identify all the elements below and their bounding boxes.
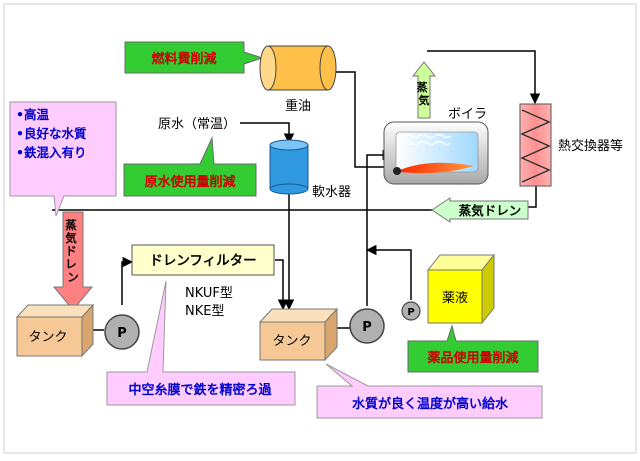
chemical-pipe — [365, 244, 412, 300]
drain-char-1: 蒸 — [65, 218, 77, 232]
left-pump: P — [104, 314, 140, 350]
steam-drain-return-label: 蒸気ドレン — [459, 203, 522, 218]
chemical-tank: 薬液 — [426, 253, 496, 325]
boiler-label: ボイラ — [448, 107, 487, 122]
right-pump-label: P — [362, 320, 372, 335]
raw-water-reduction-callout: 原水使用量削減 — [123, 136, 257, 197]
raw-water-label: 原水（常温） — [158, 117, 236, 132]
drain-char-2: 気 — [65, 231, 77, 245]
chemical-pump: P — [401, 301, 421, 321]
chemical-pump-label: P — [407, 307, 414, 318]
steam-up-char-2: 気 — [419, 93, 430, 107]
feature-2: •良好な水質 — [16, 126, 87, 141]
hollow-fiber-label: 中空糸膜で鉄を精密ろ過 — [128, 382, 272, 398]
drain-char-3: ド — [65, 244, 77, 258]
flame-icon — [400, 162, 474, 174]
fuel-reduction-callout: 燃料費削減 — [124, 41, 264, 74]
feedwater-quality-label: 水質が良く温度が高い給水 — [352, 396, 509, 412]
steam-up-char-1: 蒸 — [417, 80, 428, 94]
chemical-label: 薬液 — [442, 291, 468, 306]
model-2-label: NKE型 — [185, 304, 224, 319]
right-pump: P — [349, 308, 385, 344]
heat-exchanger-label: 熱交換器等 — [558, 138, 623, 154]
right-tank-label: タンク — [272, 334, 311, 349]
steam-wave-1 — [402, 133, 452, 139]
left-tank-label: タンク — [28, 330, 67, 345]
steam-pipe — [427, 50, 541, 105]
pump-to-filter-pipe — [121, 256, 134, 305]
heat-exchanger — [519, 103, 552, 187]
boiler: ボイラ — [383, 107, 489, 185]
steam-drain-down-label: 蒸 気 ド レ ン — [65, 218, 81, 284]
steam-drain-return-arrow: 蒸気ドレン — [431, 197, 529, 223]
raw-water-pipe — [240, 122, 295, 145]
chemical-reduction-callout: 薬品使用量削減 — [407, 324, 539, 373]
hollow-fiber-callout: 中空糸膜で鉄を精密ろ過 — [106, 280, 296, 406]
left-tank: タンク — [15, 303, 95, 358]
raw-water-reduction-label: 原水使用量削減 — [144, 174, 235, 190]
softener — [269, 139, 309, 195]
heavy-oil-label: 重油 — [285, 98, 311, 114]
steam-up-arrow: 蒸 気 — [411, 61, 437, 119]
oil-pipe — [336, 71, 392, 168]
left-pump-label: P — [117, 326, 127, 341]
steam-drain-down-arrow: 蒸 気 ド レ ン — [52, 211, 94, 311]
drain-filter: ドレンフィルター — [131, 244, 275, 276]
heavy-oil-tank — [259, 45, 337, 91]
drain-char-4: レ — [65, 257, 77, 271]
right-tank: タンク — [258, 307, 339, 362]
chemical-reduction-label: 薬品使用量削減 — [426, 350, 518, 366]
steam-wave-2 — [402, 140, 452, 146]
feature-1: •高温 — [16, 107, 49, 122]
features-callout: •高温 •良好な水質 •鉄混入有り — [9, 101, 117, 217]
drain-char-5: ン — [67, 270, 79, 284]
drain-filter-label: ドレンフィルター — [149, 253, 256, 269]
softener-label: 軟水器 — [312, 184, 351, 200]
fuel-reduction-label: 燃料費削減 — [151, 51, 216, 67]
outer-frame — [3, 3, 637, 454]
steam-up-label: 蒸 気 — [417, 80, 432, 107]
feature-3: •鉄混入有り — [16, 145, 87, 160]
model-1-label: NKUF型 — [185, 286, 233, 301]
burner-icon — [393, 167, 401, 175]
filter-to-tank-pipe — [275, 259, 289, 311]
feedwater-quality-callout: 水質が良く温度が高い給水 — [316, 363, 543, 419]
